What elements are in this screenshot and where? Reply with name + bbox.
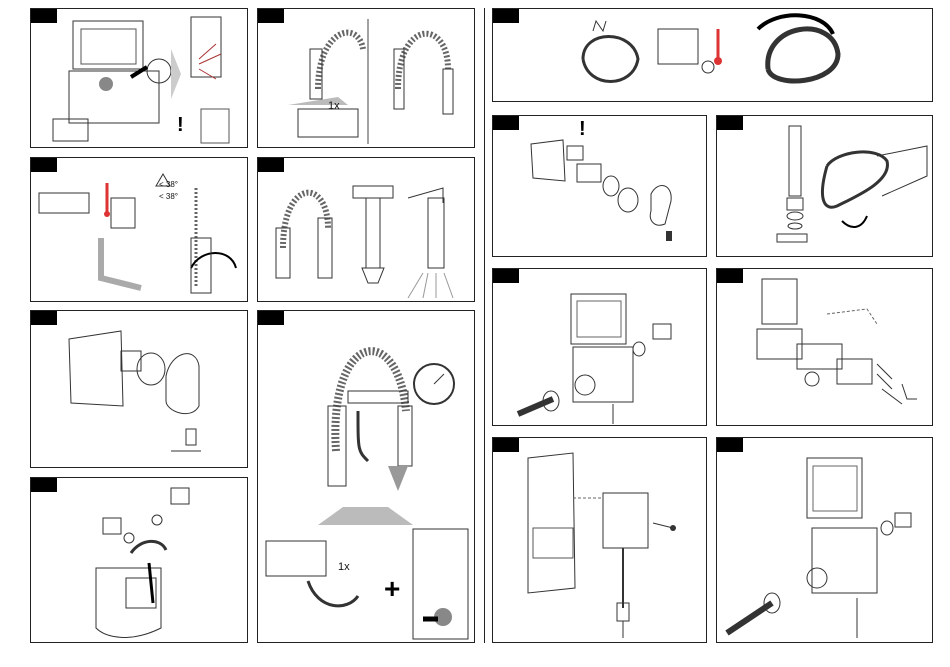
panel-9-illustration <box>258 311 475 643</box>
panel-4-illustration <box>258 158 475 302</box>
panel-7-thermal-safety <box>492 8 933 102</box>
repeat-count: 1x <box>328 100 340 112</box>
panel-13-spout-detail <box>716 115 933 257</box>
panel-4-spray-mode <box>257 157 475 302</box>
warning-mark: ! <box>177 114 184 137</box>
panel-13-illustration <box>717 116 933 257</box>
panel-2-flush-spray: 1x <box>257 8 475 148</box>
panel-11-illustration <box>493 438 707 643</box>
panel-1-illustration <box>31 9 248 148</box>
panel-6-illustration <box>31 478 248 643</box>
panel-15-illustration <box>717 438 933 643</box>
panel-3-illustration <box>31 158 248 302</box>
plus-sign: + <box>384 573 400 605</box>
panel-5-illustration <box>31 311 248 468</box>
panel-3-temperature-check: < 38° < 38° <box>30 157 248 302</box>
panel-14-illustration <box>717 269 933 426</box>
panel-15-final-assembly <box>716 437 933 643</box>
panel-6-adjust-flow <box>30 477 248 643</box>
repeat-count: 1x <box>338 561 350 573</box>
warning-mark: ! <box>579 118 586 141</box>
panel-12-cartridge-removal: ! <box>492 115 707 257</box>
temperature-low-label: < 38° <box>159 192 178 201</box>
column-divider <box>484 8 485 643</box>
panel-5-aerator-removal <box>30 310 248 468</box>
panel-11-electronics-mount <box>492 437 707 643</box>
panel-10-valve-module <box>492 268 707 426</box>
panel-2-illustration <box>258 9 475 148</box>
panel-1-remove-battery: ! <box>30 8 248 148</box>
panel-10-illustration <box>493 269 707 426</box>
panel-7-illustration <box>493 9 933 102</box>
panel-12-illustration <box>493 116 707 257</box>
temperature-high-label: < 38° <box>159 180 178 189</box>
panel-9-reset-electronics: + 1x <box>257 310 475 643</box>
panel-14-exploded-assembly <box>716 268 933 426</box>
